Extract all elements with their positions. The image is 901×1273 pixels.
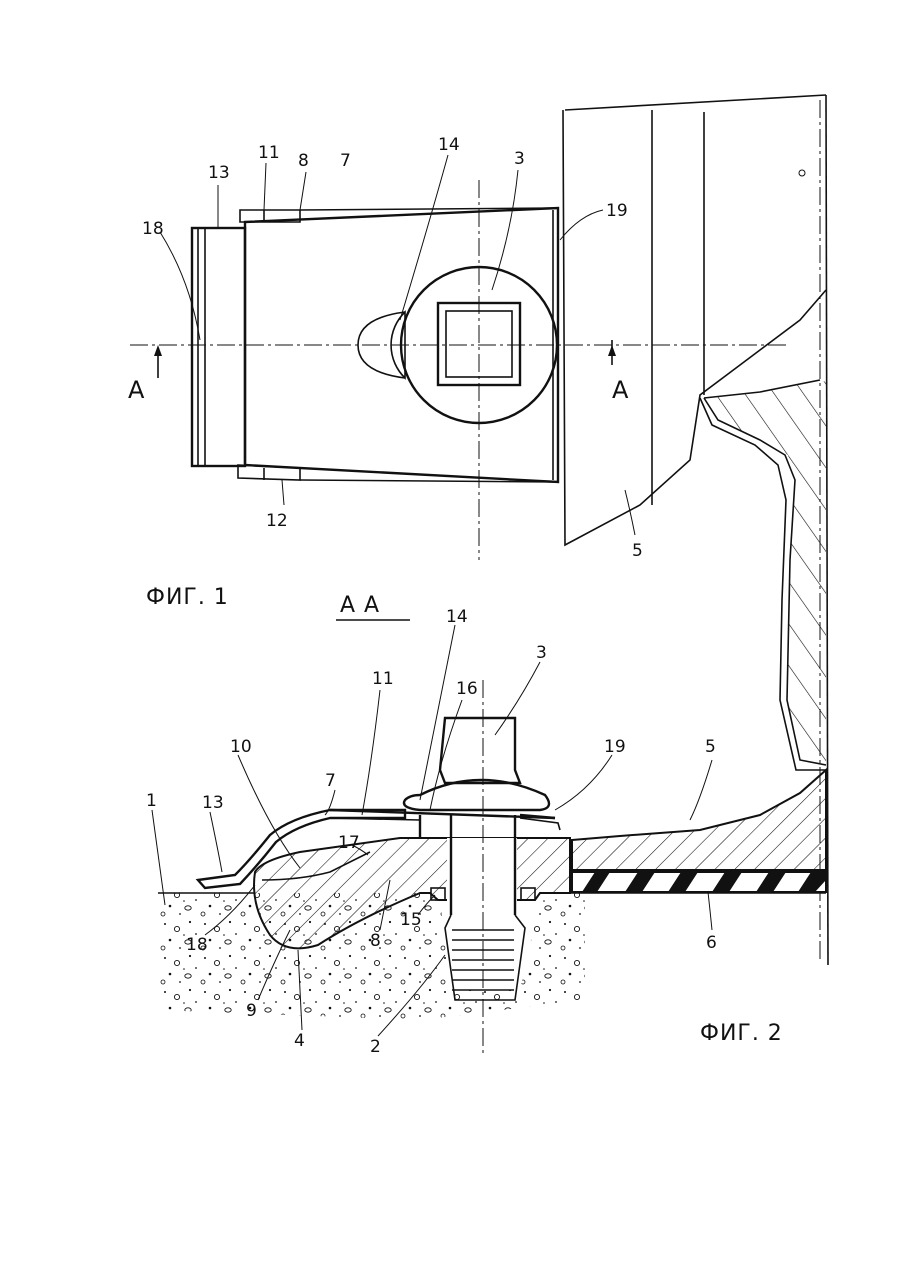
label-7: 7 [340,151,351,171]
label-3: 3 [514,149,525,169]
label-13-fig2: 13 [202,793,224,813]
label-16: 16 [456,679,478,699]
fig2-caption: ФИГ. 2 [700,1021,783,1046]
section-title: A A [340,593,380,618]
label-13: 13 [208,163,230,183]
figure-2: A A [146,593,826,1057]
label-19-fig2: 19 [604,737,626,757]
label-5: 5 [632,541,643,561]
section-mark-left: A [128,376,145,404]
label-7-fig2: 7 [325,771,336,791]
label-10: 10 [230,737,252,757]
rail-pad-6 [572,872,826,892]
rail-section [700,380,826,770]
label-15: 15 [400,910,422,930]
label-18: 18 [142,219,164,239]
label-14: 14 [438,135,460,155]
label-14-fig2: 14 [446,607,468,627]
label-2: 2 [370,1037,381,1057]
label-19: 19 [606,201,628,221]
label-8-fig2: 8 [370,931,381,951]
label-11: 11 [258,143,280,163]
label-6: 6 [706,933,717,953]
rail-foot-5 [572,770,826,870]
label-3-fig2: 3 [536,643,547,663]
label-8: 8 [298,151,309,171]
fig1-caption: ФИГ. 1 [146,585,229,610]
label-5-fig2: 5 [705,737,716,757]
bolt-head-3-section [404,718,549,810]
label-17: 17 [338,833,360,853]
label-4: 4 [294,1031,305,1051]
section-mark-right: A [612,376,629,404]
spring-end-13 [192,228,245,466]
label-11-fig2: 11 [372,669,394,689]
label-18-fig2: 18 [186,935,208,955]
label-1: 1 [146,791,157,811]
label-9: 9 [246,1001,257,1021]
label-12: 12 [266,511,288,531]
